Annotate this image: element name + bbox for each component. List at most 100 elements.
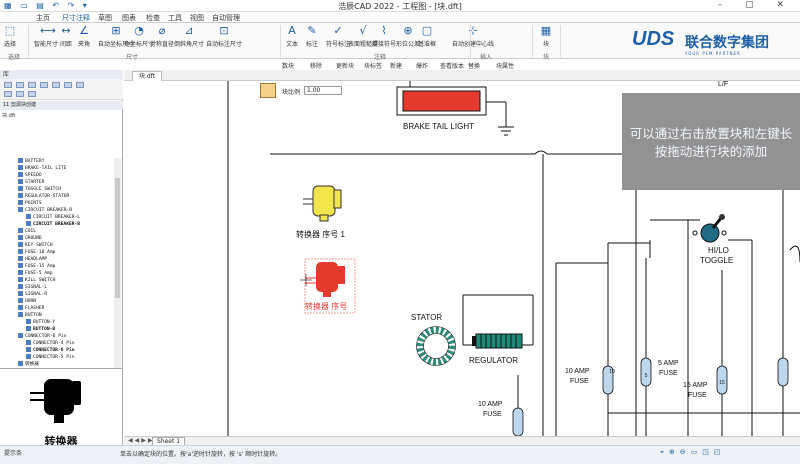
tree-item[interactable]: SIGNAL-R: [18, 291, 47, 297]
list-view-icon[interactable]: [64, 82, 72, 88]
tree-item[interactable]: GROUND: [18, 235, 42, 241]
tree-item[interactable]: COIL: [18, 228, 36, 234]
tree-item-label: FUSE-10 Amp: [25, 250, 56, 255]
quick-access-toolbar[interactable]: ▦ ▭ ▤ ↶ ↷ ▾: [4, 1, 90, 10]
ribbon-button-7[interactable]: ⊿倒斜角尺寸: [174, 24, 204, 49]
block-tool-8[interactable]: 块属性: [496, 63, 515, 70]
open-icon[interactable]: [16, 82, 24, 88]
block-scale-select[interactable]: 1.00: [304, 86, 342, 95]
add-icon[interactable]: [40, 82, 48, 88]
menu-item-3[interactable]: 图表: [122, 14, 136, 22]
tree-item[interactable]: FLASHER: [18, 305, 44, 311]
tab-document[interactable]: 块.dft: [132, 71, 163, 81]
window-controls[interactable]: – ▢ ✕: [717, 0, 794, 10]
ribbon-button-8[interactable]: ⊡自动标注尺寸: [206, 25, 242, 49]
block-tool-0[interactable]: 数块: [282, 63, 295, 70]
save-icon[interactable]: [28, 82, 36, 88]
tree-item[interactable]: HORN: [18, 298, 36, 304]
block-tool-6[interactable]: 查看版本: [440, 63, 465, 70]
menu-item-6[interactable]: 视图: [190, 14, 204, 22]
tree-item[interactable]: BUTTON: [18, 312, 42, 318]
tree-scrollbar[interactable]: [114, 158, 121, 368]
tree-item[interactable]: CONNECTOR-6 Pin: [18, 333, 67, 339]
tree-item[interactable]: REGULATOR-STATOR: [18, 193, 69, 199]
menu-item-7[interactable]: 自动管理: [212, 14, 240, 22]
ribbon-button-14[interactable]: ⊕形位公差: [396, 25, 420, 49]
tree-item[interactable]: FUSE-15 Amp: [18, 263, 55, 269]
delete-icon[interactable]: [52, 82, 60, 88]
ribbon-button-4[interactable]: ⊞ 自动坐标尺寸: [98, 24, 135, 49]
ribbon-separator: [560, 25, 561, 57]
menu-item-0[interactable]: 主页: [36, 14, 50, 22]
ribbon-separator: [470, 25, 471, 57]
block-tool-4[interactable]: 新建: [390, 63, 403, 70]
tree-item[interactable]: BUTTON-Y: [26, 319, 55, 325]
library-file[interactable]: 块.dft: [2, 113, 16, 119]
tree-item[interactable]: KEY SWITCH: [18, 242, 53, 248]
up-icon[interactable]: [28, 91, 36, 97]
tree-item-label: KILL SWITCH: [25, 278, 56, 283]
ribbon-label-17: 块: [542, 41, 549, 48]
view-controls[interactable]: ⌖⊕⊖▭◳◰: [660, 448, 726, 456]
menu-item-2[interactable]: 草图: [98, 14, 112, 22]
folder-icon[interactable]: [4, 82, 12, 88]
block-tool-2[interactable]: 更新块: [336, 63, 355, 70]
ribbon-button-10[interactable]: ✎标注: [306, 25, 318, 49]
tree-item[interactable]: CIRCUIT BREAKER-B: [26, 221, 80, 227]
ribbon-button-3[interactable]: ∠夹角: [78, 25, 90, 49]
tree-item[interactable]: CONNECTOR-5 Pin: [26, 354, 75, 360]
tree-item[interactable]: STARTER: [18, 179, 44, 185]
ribbon-button-13[interactable]: ⌇焊接符号: [372, 25, 396, 49]
library-selector[interactable]: 11 剪源块创建: [0, 101, 123, 110]
ribbon-button-16[interactable]: ⊹自动创建中心线: [452, 25, 494, 49]
tree-item[interactable]: CIRCUIT BREAKER-B: [18, 207, 72, 213]
thumb-view-icon[interactable]: [76, 82, 84, 88]
ribbon-button-6[interactable]: ⌀对称直径: [150, 25, 174, 49]
ribbon-icon-4: ⊞: [111, 24, 121, 37]
menu-item-4[interactable]: 检查: [146, 14, 160, 22]
tree-item[interactable]: BUTTON-B: [26, 326, 55, 332]
ribbon-button-5[interactable]: ◔角坐标尺寸: [124, 25, 155, 49]
ribbon-label-12: 表面粗糙度: [348, 41, 379, 48]
tree-item[interactable]: HEADLAMP: [18, 256, 47, 262]
tree-item[interactable]: SPEEDO: [18, 172, 42, 178]
tree-item[interactable]: BRAKE-TAIL LITE: [18, 165, 67, 171]
block-icon: [18, 179, 23, 184]
ribbon-button-11[interactable]: ✓符号标注: [326, 25, 350, 49]
ribbon-button-17[interactable]: ▦块: [540, 25, 552, 49]
ribbon-button-1[interactable]: ⟷智能尺寸: [34, 25, 58, 49]
ribbon-label-4: 自动坐标尺寸: [98, 41, 135, 48]
tree-item[interactable]: BATTERY: [18, 158, 44, 164]
tree-item[interactable]: TOGGLE SWITCH: [18, 186, 61, 192]
tree-item[interactable]: 转换器: [18, 361, 39, 367]
tree-item[interactable]: FUSE-10 Amp: [18, 249, 55, 255]
block-tool-1[interactable]: 移除: [310, 63, 323, 70]
tree-item[interactable]: FUSE-5 Amp: [18, 270, 53, 276]
back-icon[interactable]: [4, 91, 12, 97]
tree-item[interactable]: CIRCUIT BREAKER-L: [26, 214, 80, 220]
ribbon-label-5: 角坐标尺寸: [124, 41, 155, 48]
ribbon-icon-7: ⊿: [184, 24, 194, 37]
sheet-nav-icons[interactable]: ◀◀▶▶: [128, 437, 155, 444]
tree-item[interactable]: CONNECTOR-4 Pin: [26, 340, 75, 346]
tree-item-label: FUSE-15 Amp: [25, 264, 56, 269]
tree-item-label: CONNECTOR-4 Pin: [33, 341, 75, 346]
tree-item[interactable]: CONNECTOR-6 Pin: [26, 347, 75, 353]
tree-item-label: CIRCUIT BREAKER-L: [33, 215, 81, 220]
forward-icon[interactable]: [16, 91, 24, 97]
block-tool-3[interactable]: 块标签: [364, 63, 383, 70]
block-tool-7[interactable]: 替换: [468, 63, 481, 70]
block-tool-5[interactable]: 爆炸: [416, 63, 429, 70]
menu-item-5[interactable]: 工具: [168, 14, 182, 22]
tree-item[interactable]: KILL SWITCH: [18, 277, 55, 283]
ribbon-button-12[interactable]: √表面粗糙度: [348, 25, 379, 49]
ribbon-group-1: 尺寸: [126, 54, 139, 61]
tree-item[interactable]: SIGNAL-L: [18, 284, 47, 290]
ribbon-button-0[interactable]: ⬚选择: [4, 25, 16, 49]
tree-item[interactable]: POINTS: [18, 200, 42, 206]
ribbon-group-4: 块: [543, 54, 550, 61]
ribbon-button-15[interactable]: ▢基准框: [418, 25, 436, 49]
converter-1-label: 转换器 序号 1: [296, 230, 345, 239]
ribbon-button-2[interactable]: ↔间距: [60, 25, 72, 49]
